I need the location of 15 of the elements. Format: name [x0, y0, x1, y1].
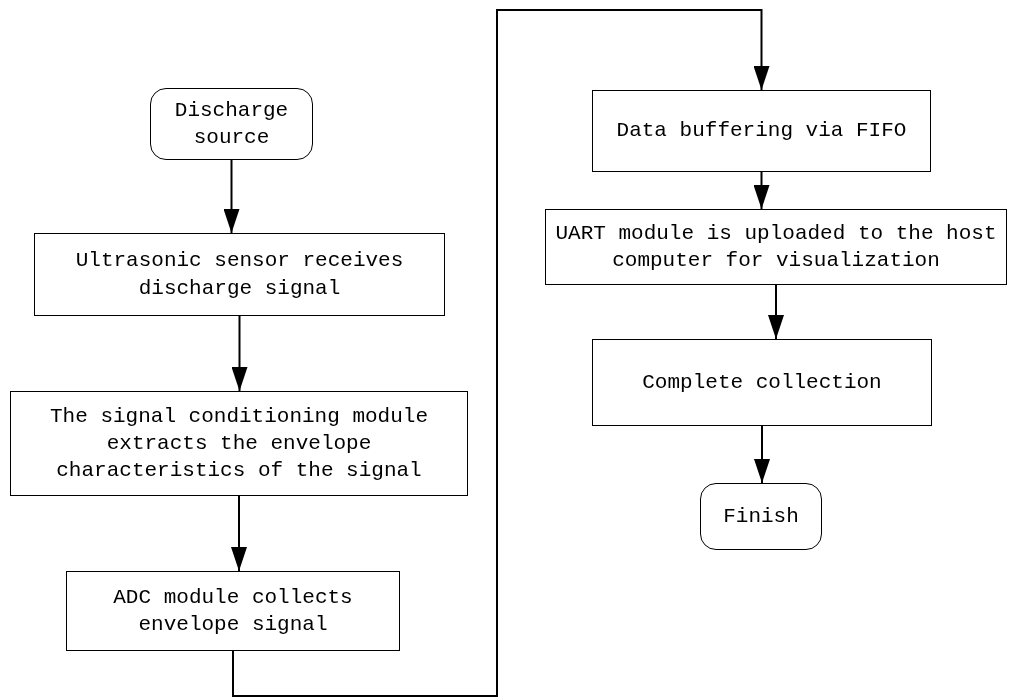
- start-terminal: Discharge source: [150, 88, 313, 160]
- process-box: Complete collection: [592, 339, 932, 426]
- process-box: Ultrasonic sensor receives discharge signal: [34, 233, 445, 316]
- arrow: [753, 171, 770, 210]
- arrow: [754, 425, 770, 484]
- process-box: ADC module collects envelope signal: [66, 571, 400, 651]
- arrow: [231, 315, 248, 392]
- process-box: UART module is uploaded to the host computer for visualization: [545, 209, 1007, 285]
- arrow: [231, 495, 247, 572]
- arrow: [768, 284, 784, 340]
- arrow: [223, 159, 240, 234]
- process-box: Data buffering via FIFO: [592, 90, 931, 172]
- arrow: [232, 9, 770, 697]
- process-box: The signal conditioning module extracts the envelope characteristics of the signal: [10, 391, 468, 496]
- end-terminal: Finish: [700, 483, 822, 550]
